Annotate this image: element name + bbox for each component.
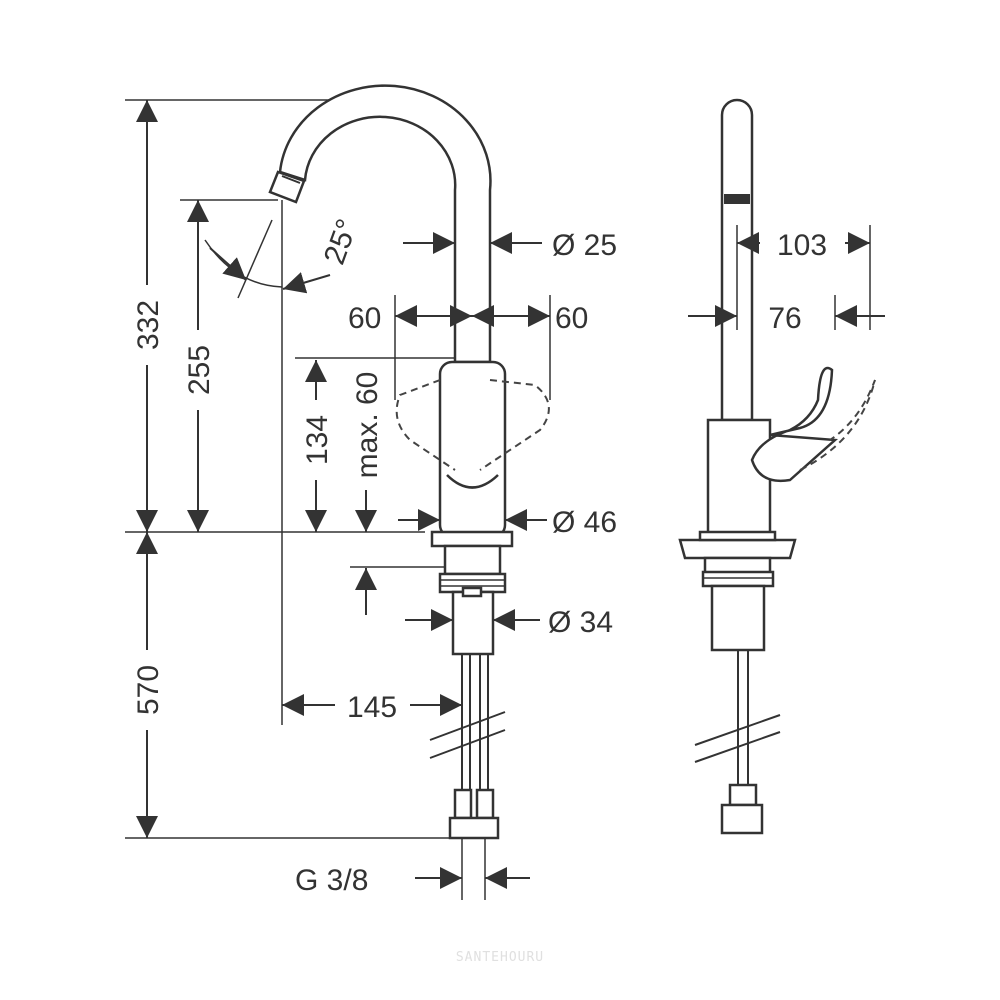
watermark: SANTEHOURU <box>456 950 544 965</box>
dim-handle-right: 60 <box>555 302 588 335</box>
dim-570: 570 <box>132 665 165 715</box>
dim-angle: 25° <box>318 215 365 269</box>
dim-shank-diameter: Ø 34 <box>548 606 613 639</box>
dim-spout-diameter: Ø 25 <box>552 229 617 262</box>
side-view <box>678 98 885 835</box>
dim-connection: G 3/8 <box>295 864 368 897</box>
dim-332: 332 <box>132 300 165 350</box>
dim-103: 103 <box>777 229 827 262</box>
dim-max-60: max. 60 <box>351 372 384 479</box>
dim-body-diameter: Ø 46 <box>552 506 617 539</box>
dim-255: 255 <box>183 345 216 395</box>
dim-handle-left: 60 <box>348 302 381 335</box>
dim-134: 134 <box>301 415 334 465</box>
front-view <box>125 84 551 900</box>
dim-145: 145 <box>347 691 397 724</box>
dim-76: 76 <box>768 302 801 335</box>
